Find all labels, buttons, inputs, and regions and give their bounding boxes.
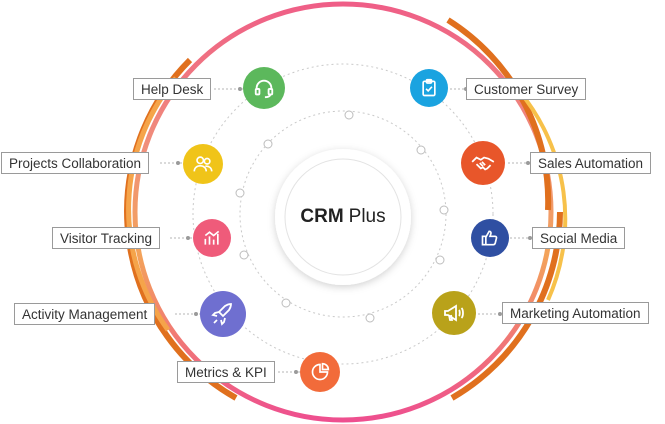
center-title-bold: CRM xyxy=(300,206,344,227)
orbit-node xyxy=(416,145,426,155)
users-icon[interactable] xyxy=(183,144,223,184)
orbit-node xyxy=(439,205,449,215)
outer-ring xyxy=(132,1,554,423)
center-circle-outer xyxy=(275,149,411,285)
label-metrics-kpi[interactable]: Metrics & KPI xyxy=(177,361,275,383)
orbit-node xyxy=(344,110,354,120)
label-visitor-tracking[interactable]: Visitor Tracking xyxy=(52,227,161,249)
label-projects-collaboration[interactable]: Projects Collaboration xyxy=(1,152,150,174)
center-title-rest: Plus xyxy=(348,206,386,227)
megaphone-icon[interactable] xyxy=(432,291,476,335)
headset-icon[interactable] xyxy=(243,67,285,109)
orbit-node xyxy=(263,139,273,149)
gold-arc-right xyxy=(518,90,568,301)
inner-arc-left xyxy=(126,76,178,332)
label-help-desk[interactable]: Help Desk xyxy=(133,78,212,100)
rocket-icon[interactable] xyxy=(200,291,246,337)
orbit-node xyxy=(235,188,245,198)
orbit-node xyxy=(435,255,445,265)
orbit-node xyxy=(281,298,291,308)
orbit-node xyxy=(239,250,249,260)
orbit-nodes xyxy=(235,110,449,323)
pie-icon[interactable] xyxy=(300,352,340,392)
label-marketing-automation[interactable]: Marketing Automation xyxy=(502,302,649,324)
thumbs-up-icon[interactable] xyxy=(471,219,509,257)
orbit-node xyxy=(365,313,375,323)
label-sales-automation[interactable]: Sales Automation xyxy=(530,152,652,174)
label-customer-survey[interactable]: Customer Survey xyxy=(466,78,587,100)
dotted-orbit-outer xyxy=(192,63,494,365)
chart-icon[interactable] xyxy=(193,219,231,257)
handshake-icon[interactable] xyxy=(461,141,505,185)
outer-arc-right xyxy=(446,17,552,211)
clipboard-icon[interactable] xyxy=(410,69,448,107)
label-social-media[interactable]: Social Media xyxy=(532,227,626,249)
label-activity-management[interactable]: Activity Management xyxy=(14,303,156,325)
center-title: CRM Plus xyxy=(276,150,410,284)
center-circle-inner xyxy=(284,158,402,276)
